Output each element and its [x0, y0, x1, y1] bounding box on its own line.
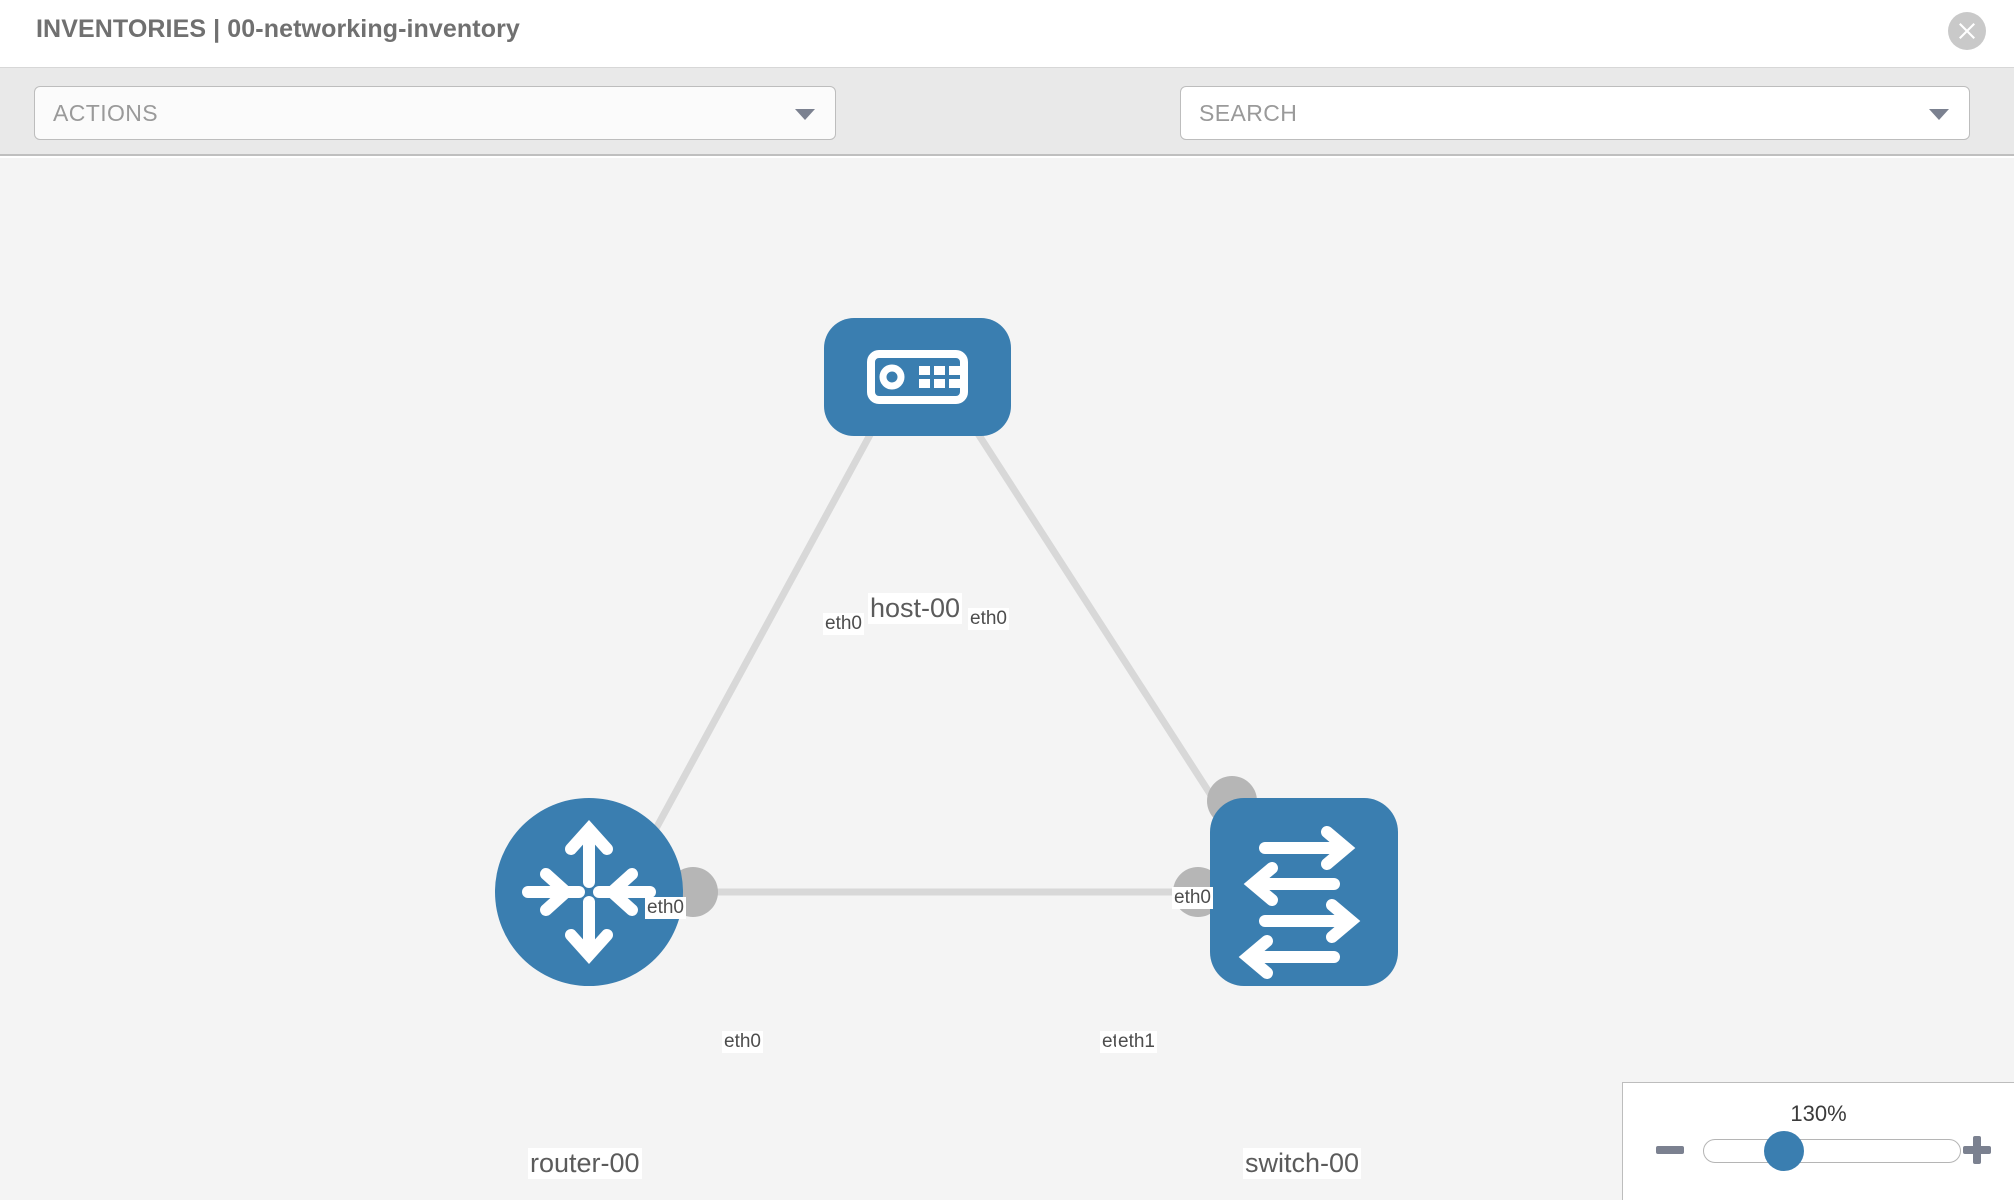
interface-label-host-router: eth0 — [823, 613, 864, 635]
chevron-down-icon — [1929, 109, 1949, 120]
plus-icon[interactable] — [1960, 1133, 1994, 1167]
actions-dropdown-label: ACTIONS — [53, 100, 159, 126]
zoom-slider-thumb[interactable] — [1764, 1131, 1804, 1171]
server-device-icon — [867, 350, 968, 404]
topology-links — [636, 396, 1248, 896]
page-header: INVENTORIES | 00-networking-inventory — [0, 0, 2014, 68]
link-host-router[interactable] — [636, 396, 894, 860]
page-title: INVENTORIES | 00-networking-inventory — [36, 15, 520, 43]
bidirectional-arrows-icon — [1238, 826, 1361, 979]
zoom-slider-track[interactable] — [1703, 1139, 1961, 1163]
interface-label-switch-host: eth0 — [1172, 887, 1213, 909]
zoom-percent-label: 130% — [1790, 1101, 1847, 1126]
node-label-host-00: host-00 — [868, 593, 963, 625]
interface-label-router-switch: eth0 — [722, 1031, 763, 1053]
node-label-switch-00: switch-00 — [1243, 1148, 1362, 1180]
interface-label-router-host: eth0 — [645, 897, 686, 919]
node-switch-00[interactable] — [1210, 798, 1398, 986]
topology-graph — [495, 318, 1398, 986]
node-host-00[interactable] — [824, 318, 1011, 436]
node-router-00[interactable] — [495, 798, 683, 986]
link-host-switch[interactable] — [952, 396, 1248, 850]
toolbar: ACTIONS SEARCH — [0, 68, 2014, 197]
zoom-control-panel: 130% — [1622, 1082, 2014, 1200]
four-arrows-converging-icon — [522, 820, 656, 964]
minus-icon[interactable] — [1653, 1133, 1687, 1167]
node-label-router-00: router-00 — [528, 1148, 642, 1180]
chevron-down-icon — [795, 109, 815, 120]
actions-dropdown[interactable]: ACTIONS — [34, 86, 836, 140]
interface-label-switch-router: eth1 — [1116, 1031, 1157, 1053]
topology-canvas[interactable]: eth0 eth0 eth0 eth0 eth0 eth0 eth1 host-… — [0, 158, 2014, 1200]
search-input[interactable]: SEARCH — [1180, 86, 1970, 140]
close-icon[interactable] — [1948, 12, 1986, 50]
search-input-label: SEARCH — [1199, 100, 1298, 126]
interface-label-host-switch: eth0 — [968, 608, 1009, 630]
